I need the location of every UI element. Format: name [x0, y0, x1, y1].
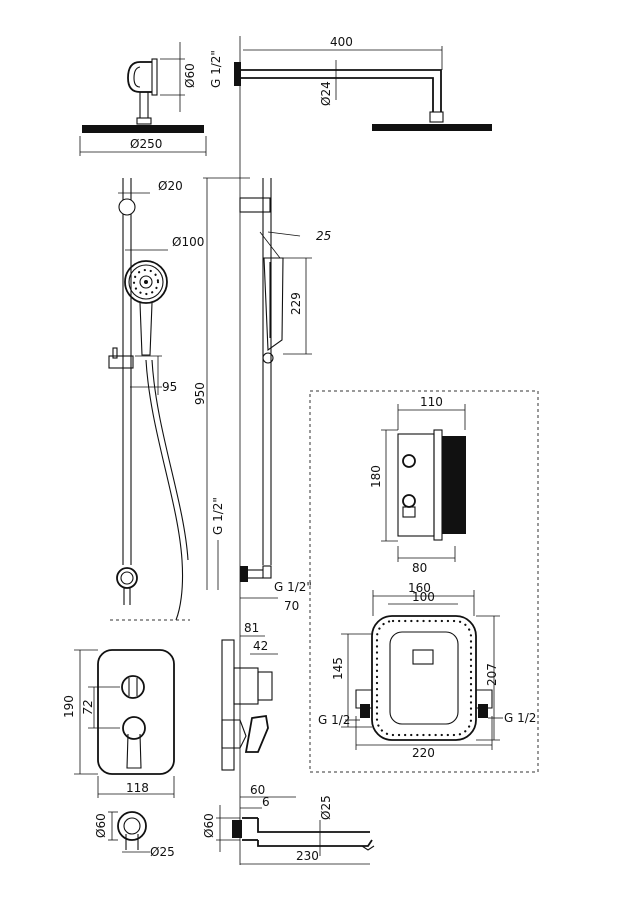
- dim-thread-side: G 1/2": [211, 497, 225, 535]
- dim-frame-thread-left: G 1/2: [318, 713, 350, 727]
- dim-plate-width: 118: [126, 781, 149, 795]
- mixer-side-view: 81 42: [221, 621, 278, 771]
- dim-arm-length: 400: [330, 35, 353, 49]
- slide-bar-front: Ø20 Ø100 95: [108, 178, 204, 621]
- dim-frame-outer: 160: [408, 581, 431, 595]
- overhead-arm-side: 400 Ø24 G 1/2": [209, 35, 492, 131]
- dim-wall-flange-dia: Ø60: [183, 63, 197, 88]
- dim-spout-flange-dia: Ø60: [202, 813, 216, 838]
- dim-mixer-depth-body: 42: [253, 639, 268, 653]
- dim-mixer-depth-total: 81: [244, 621, 259, 635]
- slide-bar-side: 950 25 229 G 1/2" G 1/2" 70: [193, 177, 331, 613]
- concealed-box-side: 110 180 80: [369, 395, 466, 575]
- dim-frame-width-total: 220: [412, 746, 435, 760]
- concealed-box-panel: [309, 390, 539, 773]
- dim-frame-height-outer: 207: [485, 663, 499, 686]
- dim-spout-front-dia: Ø25: [150, 845, 175, 859]
- concealed-box-front: 160 100 145 207 G 1/2 G 1/2 220: [318, 581, 536, 760]
- overhead-shower-side-view: Ø60 Ø250: [79, 42, 207, 156]
- spout-side-view: 60 6 Ø60 Ø25 230: [202, 783, 375, 865]
- dim-thread-bottom: G 1/2": [274, 580, 312, 594]
- dim-frame-thread-right: G 1/2: [504, 711, 536, 725]
- mixer-plate-front: 190 72 118: [62, 649, 175, 798]
- dim-thread-top: G 1/2": [209, 50, 223, 88]
- dim-plate-height: 190: [62, 695, 76, 718]
- dim-box-height: 180: [369, 465, 383, 488]
- dim-hand-shower-dia: Ø100: [172, 235, 204, 249]
- dim-bar-height: 950: [193, 382, 207, 405]
- spout-front-view: Ø60 Ø25: [94, 811, 175, 859]
- dim-spout-length: 230: [296, 849, 319, 863]
- dim-box-width: 110: [420, 395, 443, 409]
- dim-outlet-depth: 70: [284, 599, 299, 613]
- dim-frame-height-inner: 145: [331, 657, 345, 680]
- dim-arm-dia: Ø24: [319, 81, 333, 106]
- dim-head-dia: Ø250: [130, 137, 162, 151]
- dim-frame-inner: 100: [412, 590, 435, 604]
- dim-hose-offset: 95: [162, 380, 177, 394]
- dim-spout-front-flange-dia: Ø60: [94, 813, 108, 838]
- dim-bar-dia: Ø20: [158, 179, 183, 193]
- dim-box-depth: 80: [412, 561, 427, 575]
- dim-spout-projection: 60: [250, 783, 265, 797]
- dim-spout-flange: 6: [262, 795, 270, 809]
- dim-hand-shower-len: 229: [289, 292, 303, 315]
- dim-spout-dia: Ø25: [319, 795, 333, 820]
- dim-angle: 25: [316, 229, 331, 243]
- dim-handle-offset: 72: [81, 700, 95, 715]
